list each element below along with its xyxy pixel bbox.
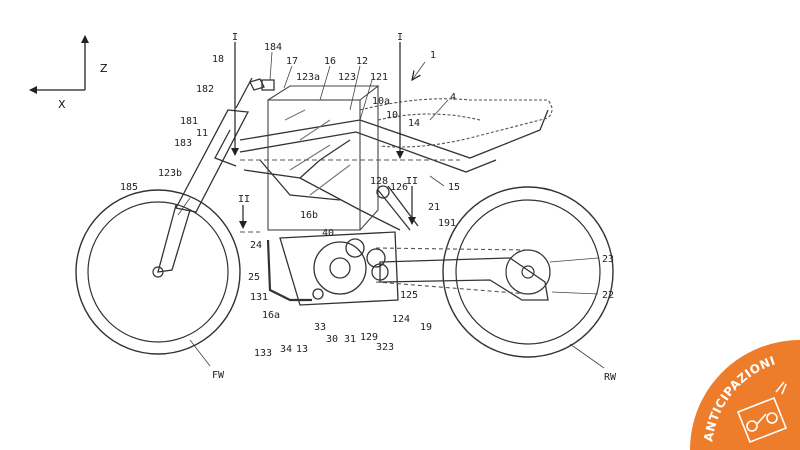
- label-19: 19: [420, 322, 432, 333]
- rear-wheel: [442, 186, 614, 358]
- reference-lines: [240, 159, 460, 233]
- label-123b: 123b: [158, 168, 182, 179]
- label-23: 23: [602, 254, 614, 265]
- label-128: 128: [370, 176, 388, 187]
- label-123a: 123a: [296, 72, 320, 83]
- label-40: 40: [322, 228, 334, 239]
- label-191: 191: [438, 218, 456, 229]
- label-rw: RW: [604, 372, 617, 383]
- label-21: 21: [428, 202, 440, 213]
- label-25: 25: [248, 272, 260, 283]
- label-123: 123: [338, 72, 356, 83]
- label-34: 34: [280, 344, 292, 355]
- label-126: 126: [390, 182, 408, 193]
- label-18: 18: [212, 54, 224, 65]
- label-30: 30: [326, 334, 338, 345]
- section-lines: [231, 42, 416, 229]
- section-mark-i-right: I: [397, 32, 403, 43]
- axis-x-label: X: [58, 98, 66, 111]
- chain: [375, 247, 529, 295]
- axis-z-label: Z: [100, 62, 108, 75]
- label-16b: 16b: [300, 210, 318, 221]
- label-24: 24: [250, 240, 262, 251]
- label-124: 124: [392, 314, 410, 325]
- label-133: 133: [254, 348, 272, 359]
- anticipazioni-badge: ANTICIPAZIONI: [690, 340, 800, 450]
- label-182: 182: [196, 84, 214, 95]
- label-15: 15: [448, 182, 460, 193]
- label-10a: 10a: [372, 96, 390, 107]
- section-mark-i-left: I: [232, 32, 238, 43]
- section-mark-ii-right: II: [406, 176, 418, 187]
- label-13: 13: [296, 344, 308, 355]
- label-183: 183: [174, 138, 192, 149]
- label-185: 185: [120, 182, 138, 193]
- label-fw: FW: [212, 370, 225, 381]
- swingarm: [371, 257, 549, 301]
- label-125: 125: [400, 290, 418, 301]
- seat-outline: [359, 98, 553, 148]
- label-129: 129: [360, 332, 378, 343]
- label-181: 181: [180, 116, 198, 127]
- label-323: 323: [376, 342, 394, 353]
- label-31: 31: [344, 334, 356, 345]
- label-17: 17: [286, 56, 298, 67]
- label-184: 184: [264, 42, 282, 53]
- label-121: 121: [370, 72, 388, 83]
- leader-lines: [177, 51, 605, 369]
- label-22: 22: [602, 290, 614, 301]
- label-1: 1: [430, 50, 436, 61]
- label-10: 10: [386, 110, 398, 121]
- drive-unit: [266, 231, 399, 306]
- battery-box: [267, 85, 380, 231]
- label-16: 16: [324, 56, 336, 67]
- label-4: 4: [450, 92, 456, 103]
- label-131: 131: [250, 292, 268, 303]
- label-16a: 16a: [262, 310, 280, 321]
- front-wheel: [75, 189, 241, 355]
- section-mark-ii-left: II: [238, 194, 250, 205]
- label-12: 12: [356, 56, 368, 67]
- reference-labels: 1 4 184 18 17 16 12 123a 123 121 182 10a…: [120, 42, 617, 383]
- frame: [214, 109, 549, 231]
- label-14: 14: [408, 118, 420, 129]
- label-33: 33: [314, 322, 326, 333]
- axis-indicator: [29, 35, 89, 94]
- front-fork: [157, 77, 275, 273]
- label-11: 11: [196, 128, 208, 139]
- motorcycle-blueprint-icon: [736, 381, 788, 444]
